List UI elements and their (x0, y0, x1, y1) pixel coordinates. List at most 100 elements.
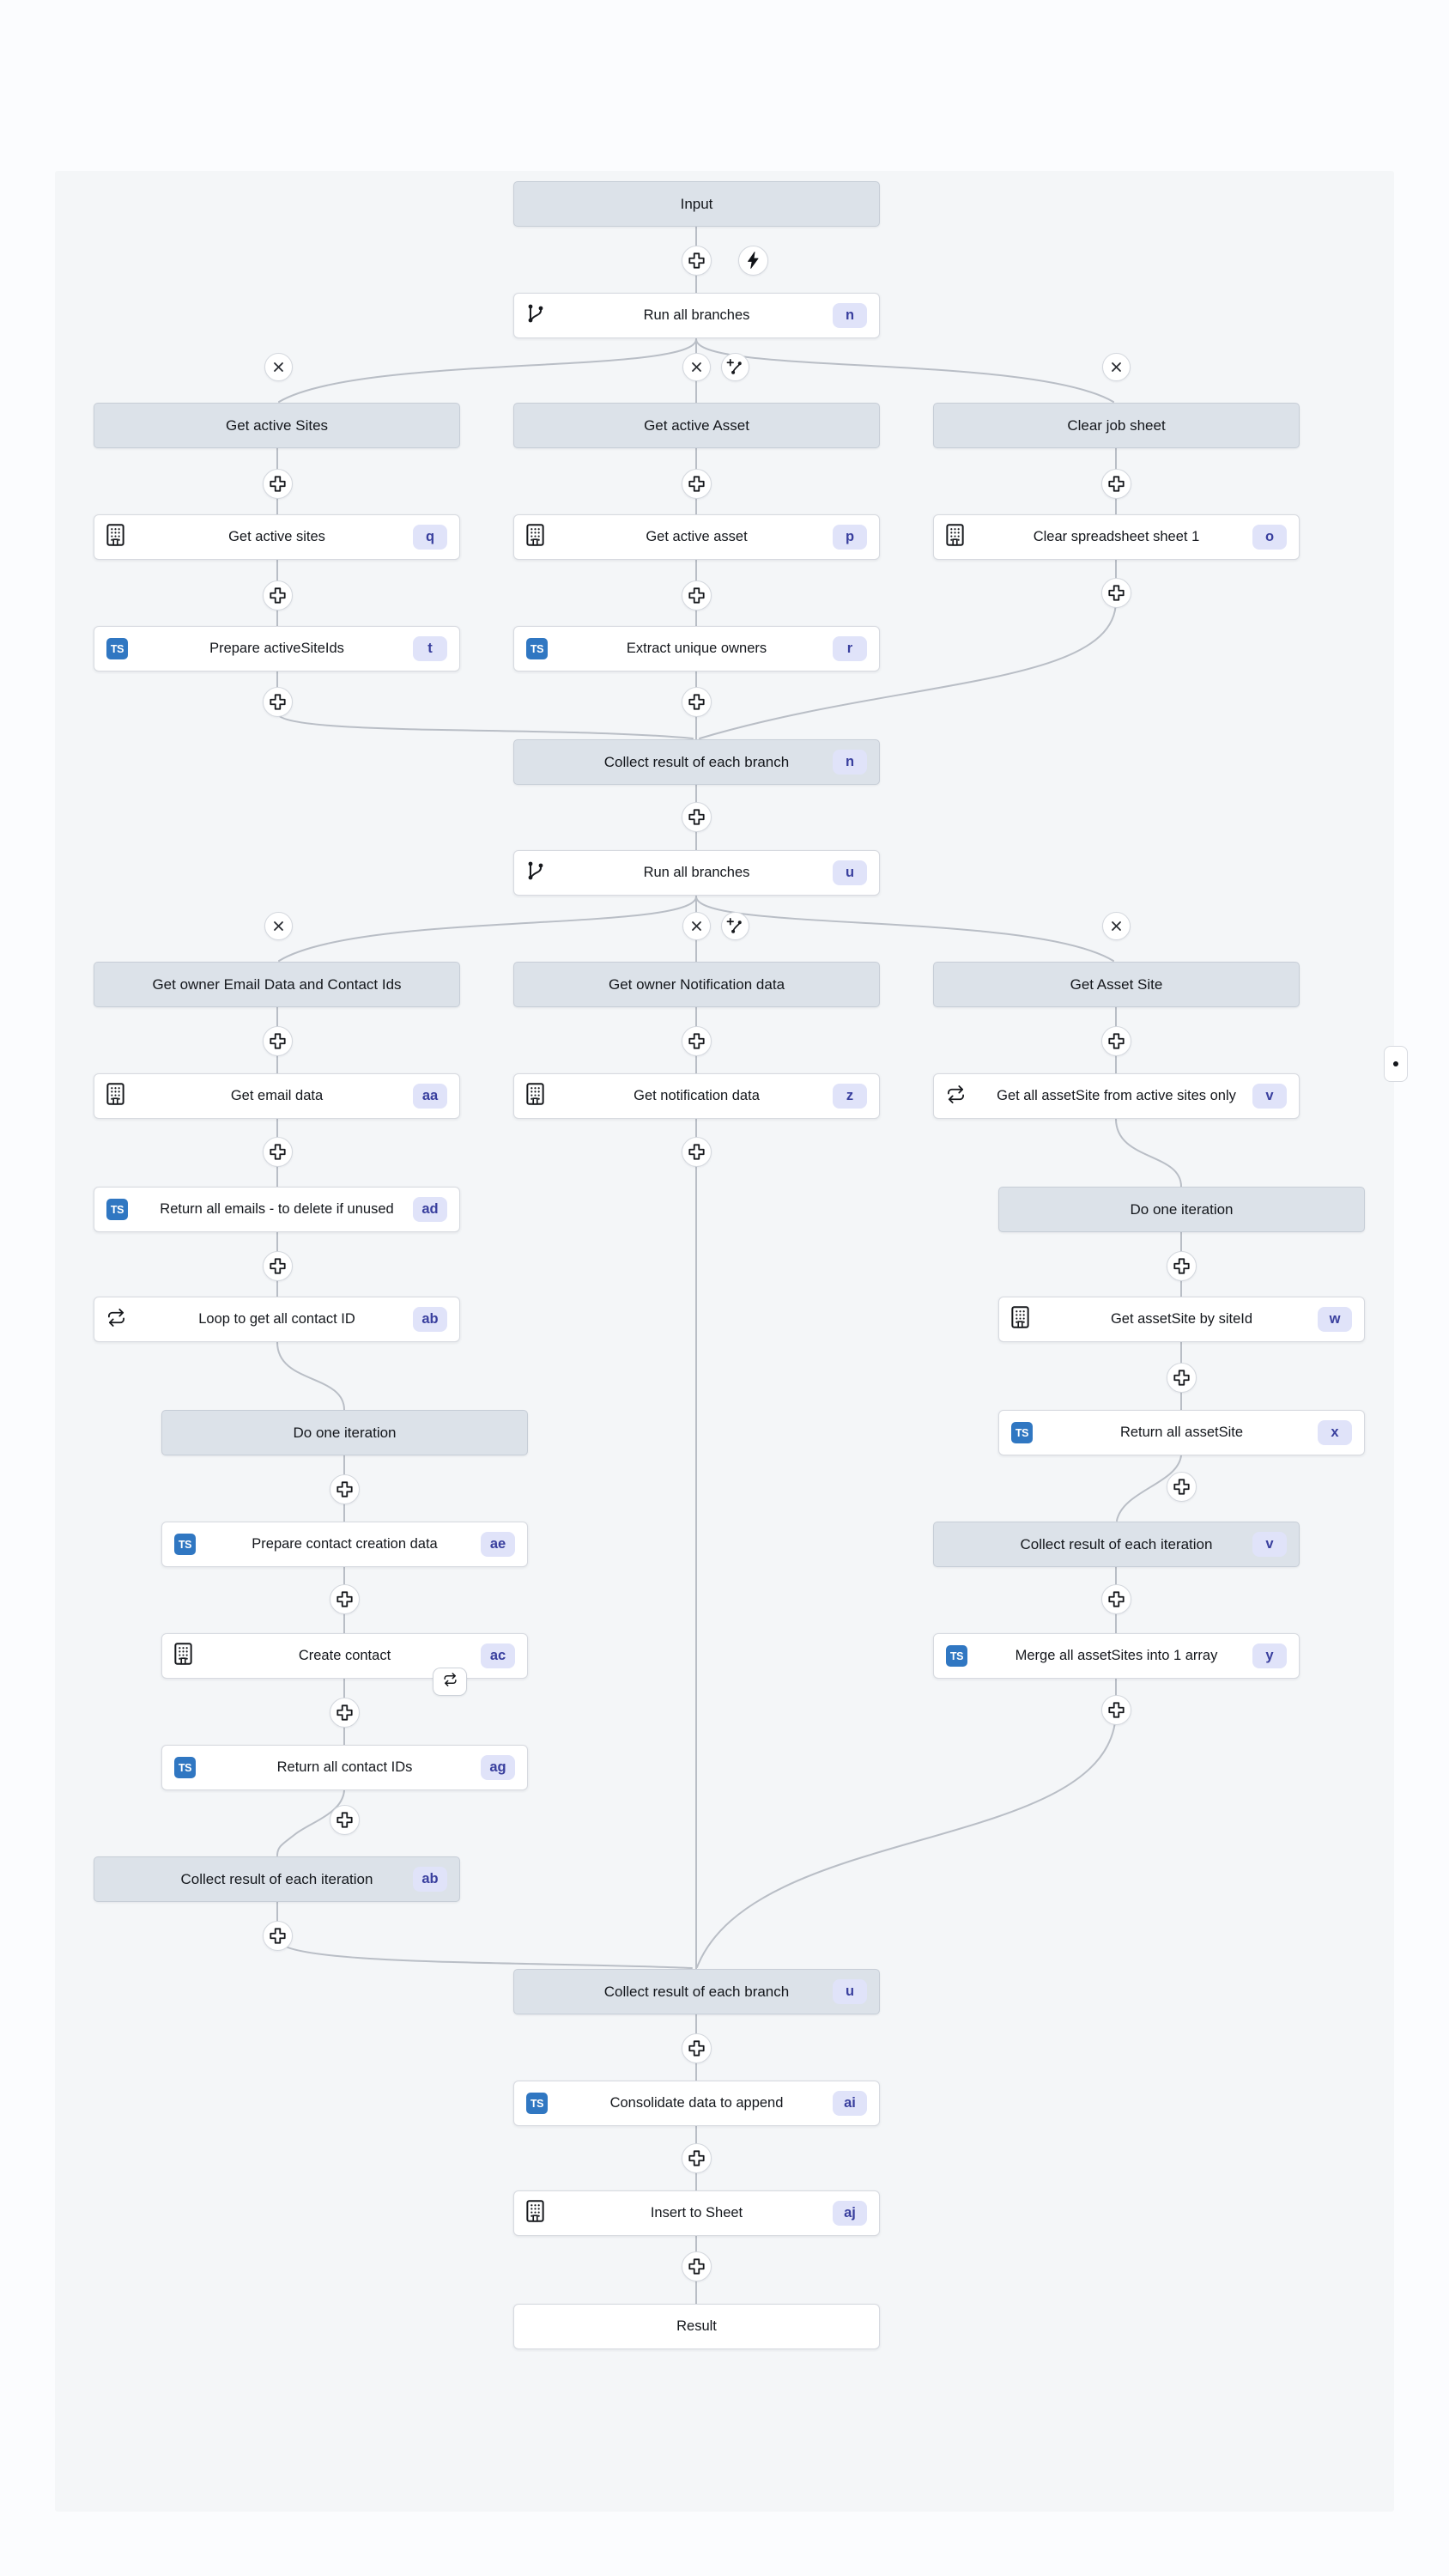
node-get-active-asset[interactable]: Get active asset p (513, 514, 880, 560)
node-badge: ab (413, 1307, 447, 1332)
add-step-button[interactable] (681, 1025, 712, 1056)
node-label: Input (680, 196, 713, 212)
node-badge: ac (481, 1643, 515, 1668)
delete-branch-button[interactable] (264, 352, 293, 381)
add-step-button[interactable] (262, 1920, 293, 1951)
node-merge-all-assetsites[interactable]: TS Merge all assetSites into 1 array y (933, 1633, 1300, 1679)
add-step-button[interactable] (329, 1583, 360, 1614)
node-get-notification-data[interactable]: Get notification data z (513, 1073, 880, 1119)
add-branch-button[interactable] (720, 911, 749, 940)
branch-header-label: Get owner Email Data and Contact Ids (152, 976, 402, 993)
node-loop-get-contact-id[interactable]: Loop to get all contact ID ab (94, 1297, 460, 1342)
node-label: Get notification data (634, 1088, 760, 1103)
add-step-button[interactable] (681, 468, 712, 499)
node-extract-unique-owners[interactable]: TS Extract unique owners r (513, 626, 880, 671)
add-step-button[interactable] (681, 686, 712, 717)
node-run-all-branches-1[interactable]: Run all branches n (513, 293, 880, 338)
node-label: Return all contact IDs (276, 1759, 413, 1775)
branch-header-clear-job-sheet[interactable]: Clear job sheet (933, 403, 1300, 448)
node-collect-result-iteration-ab[interactable]: Collect result of each iteration ab (94, 1856, 460, 1902)
add-step-button[interactable] (1100, 1025, 1131, 1056)
node-get-assetsite-by-siteid[interactable]: Get assetSite by siteId w (998, 1297, 1365, 1342)
typescript-icon: TS (174, 1534, 196, 1555)
branch-header-get-asset-site[interactable]: Get Asset Site (933, 962, 1300, 1007)
add-step-button[interactable] (681, 2142, 712, 2173)
add-step-button[interactable] (329, 1804, 360, 1835)
add-step-button[interactable] (329, 1473, 360, 1504)
node-create-contact[interactable]: Create contact ac (161, 1633, 528, 1679)
node-insert-to-sheet[interactable]: Insert to Sheet aj (513, 2190, 880, 2236)
node-badge: y (1252, 1643, 1287, 1668)
node-label: Clear spreadsheet sheet 1 (1033, 529, 1200, 544)
node-clear-spreadsheet-sheet-1[interactable]: Clear spreadsheet sheet 1 o (933, 514, 1300, 560)
delete-branch-button[interactable] (1101, 911, 1131, 940)
add-step-button[interactable] (1100, 577, 1131, 608)
building-icon (106, 1083, 124, 1109)
delete-branch-button[interactable] (264, 911, 293, 940)
delete-branch-button[interactable] (682, 911, 711, 940)
add-step-button[interactable] (681, 580, 712, 611)
add-step-button[interactable] (681, 2032, 712, 2063)
node-label: Create contact (298, 1648, 391, 1663)
node-badge: n (833, 303, 867, 328)
add-step-button[interactable] (262, 468, 293, 499)
branch-header-label: Do one iteration (293, 1425, 397, 1441)
branch-header-do-one-iteration-left[interactable]: Do one iteration (161, 1410, 528, 1455)
add-step-button[interactable] (1100, 468, 1131, 499)
node-badge: q (413, 525, 447, 550)
add-step-button[interactable] (681, 2251, 712, 2281)
branch-header-get-active-sites[interactable]: Get active Sites (94, 403, 460, 448)
branch-header-owner-email-data[interactable]: Get owner Email Data and Contact Ids (94, 962, 460, 1007)
add-step-button[interactable] (681, 1136, 712, 1167)
node-label: Collect result of each branch (603, 754, 790, 770)
add-step-button[interactable] (681, 801, 712, 832)
node-badge: t (413, 636, 447, 661)
lightning-trigger-button[interactable] (737, 245, 768, 276)
node-prepare-contact-creation-data[interactable]: TS Prepare contact creation data ae (161, 1522, 528, 1567)
node-badge: n (833, 750, 867, 775)
node-collect-result-branch-n[interactable]: Collect result of each branch n (513, 739, 880, 785)
delete-branch-button[interactable] (682, 352, 711, 381)
node-badge: ag (481, 1755, 515, 1780)
branch-header-get-active-asset[interactable]: Get active Asset (513, 403, 880, 448)
node-badge: aa (413, 1084, 447, 1109)
node-run-all-branches-2[interactable]: Run all branches u (513, 850, 880, 896)
add-step-button[interactable] (262, 1250, 293, 1281)
add-step-button[interactable] (1100, 1694, 1131, 1725)
branch-header-owner-notification-data[interactable]: Get owner Notification data (513, 962, 880, 1007)
node-get-email-data[interactable]: Get email data aa (94, 1073, 460, 1119)
node-get-active-sites[interactable]: Get active sites q (94, 514, 460, 560)
add-step-button[interactable] (262, 1136, 293, 1167)
node-return-all-contact-ids[interactable]: TS Return all contact IDs ag (161, 1745, 528, 1790)
typescript-icon: TS (526, 638, 548, 659)
branch-header-label: Get active Sites (225, 417, 329, 434)
node-collect-result-iteration-v[interactable]: Collect result of each iteration v (933, 1522, 1300, 1567)
add-step-button[interactable] (1166, 1250, 1197, 1281)
node-badge: o (1252, 525, 1287, 550)
delete-branch-button[interactable] (1101, 352, 1131, 381)
node-badge: u (833, 860, 867, 885)
building-icon (946, 524, 964, 550)
node-input[interactable]: Input (513, 181, 880, 227)
node-get-all-assetsite[interactable]: Get all assetSite from active sites only… (933, 1073, 1300, 1119)
add-step-button[interactable] (681, 245, 712, 276)
node-badge: v (1252, 1084, 1287, 1109)
node-result[interactable]: Result (513, 2304, 880, 2349)
add-step-button[interactable] (1100, 1583, 1131, 1614)
add-step-button[interactable] (262, 580, 293, 611)
retry-loop-button[interactable] (433, 1668, 467, 1696)
add-step-button[interactable] (329, 1697, 360, 1728)
node-prepare-activesiteids[interactable]: TS Prepare activeSiteIds t (94, 626, 460, 671)
add-step-button[interactable] (1166, 1362, 1197, 1393)
node-return-all-emails[interactable]: TS Return all emails - to delete if unus… (94, 1187, 460, 1232)
branch-header-do-one-iteration-right[interactable]: Do one iteration (998, 1187, 1365, 1232)
add-step-button[interactable] (262, 1025, 293, 1056)
node-badge: ad (413, 1197, 447, 1222)
add-branch-button[interactable] (720, 352, 749, 381)
add-step-button[interactable] (1166, 1471, 1197, 1502)
node-consolidate-data-to-append[interactable]: TS Consolidate data to append ai (513, 2081, 880, 2126)
node-badge: aj (833, 2201, 867, 2226)
node-return-all-assetsite[interactable]: TS Return all assetSite x (998, 1410, 1365, 1455)
node-collect-result-branch-u[interactable]: Collect result of each branch u (513, 1969, 880, 2014)
add-step-button[interactable] (262, 686, 293, 717)
